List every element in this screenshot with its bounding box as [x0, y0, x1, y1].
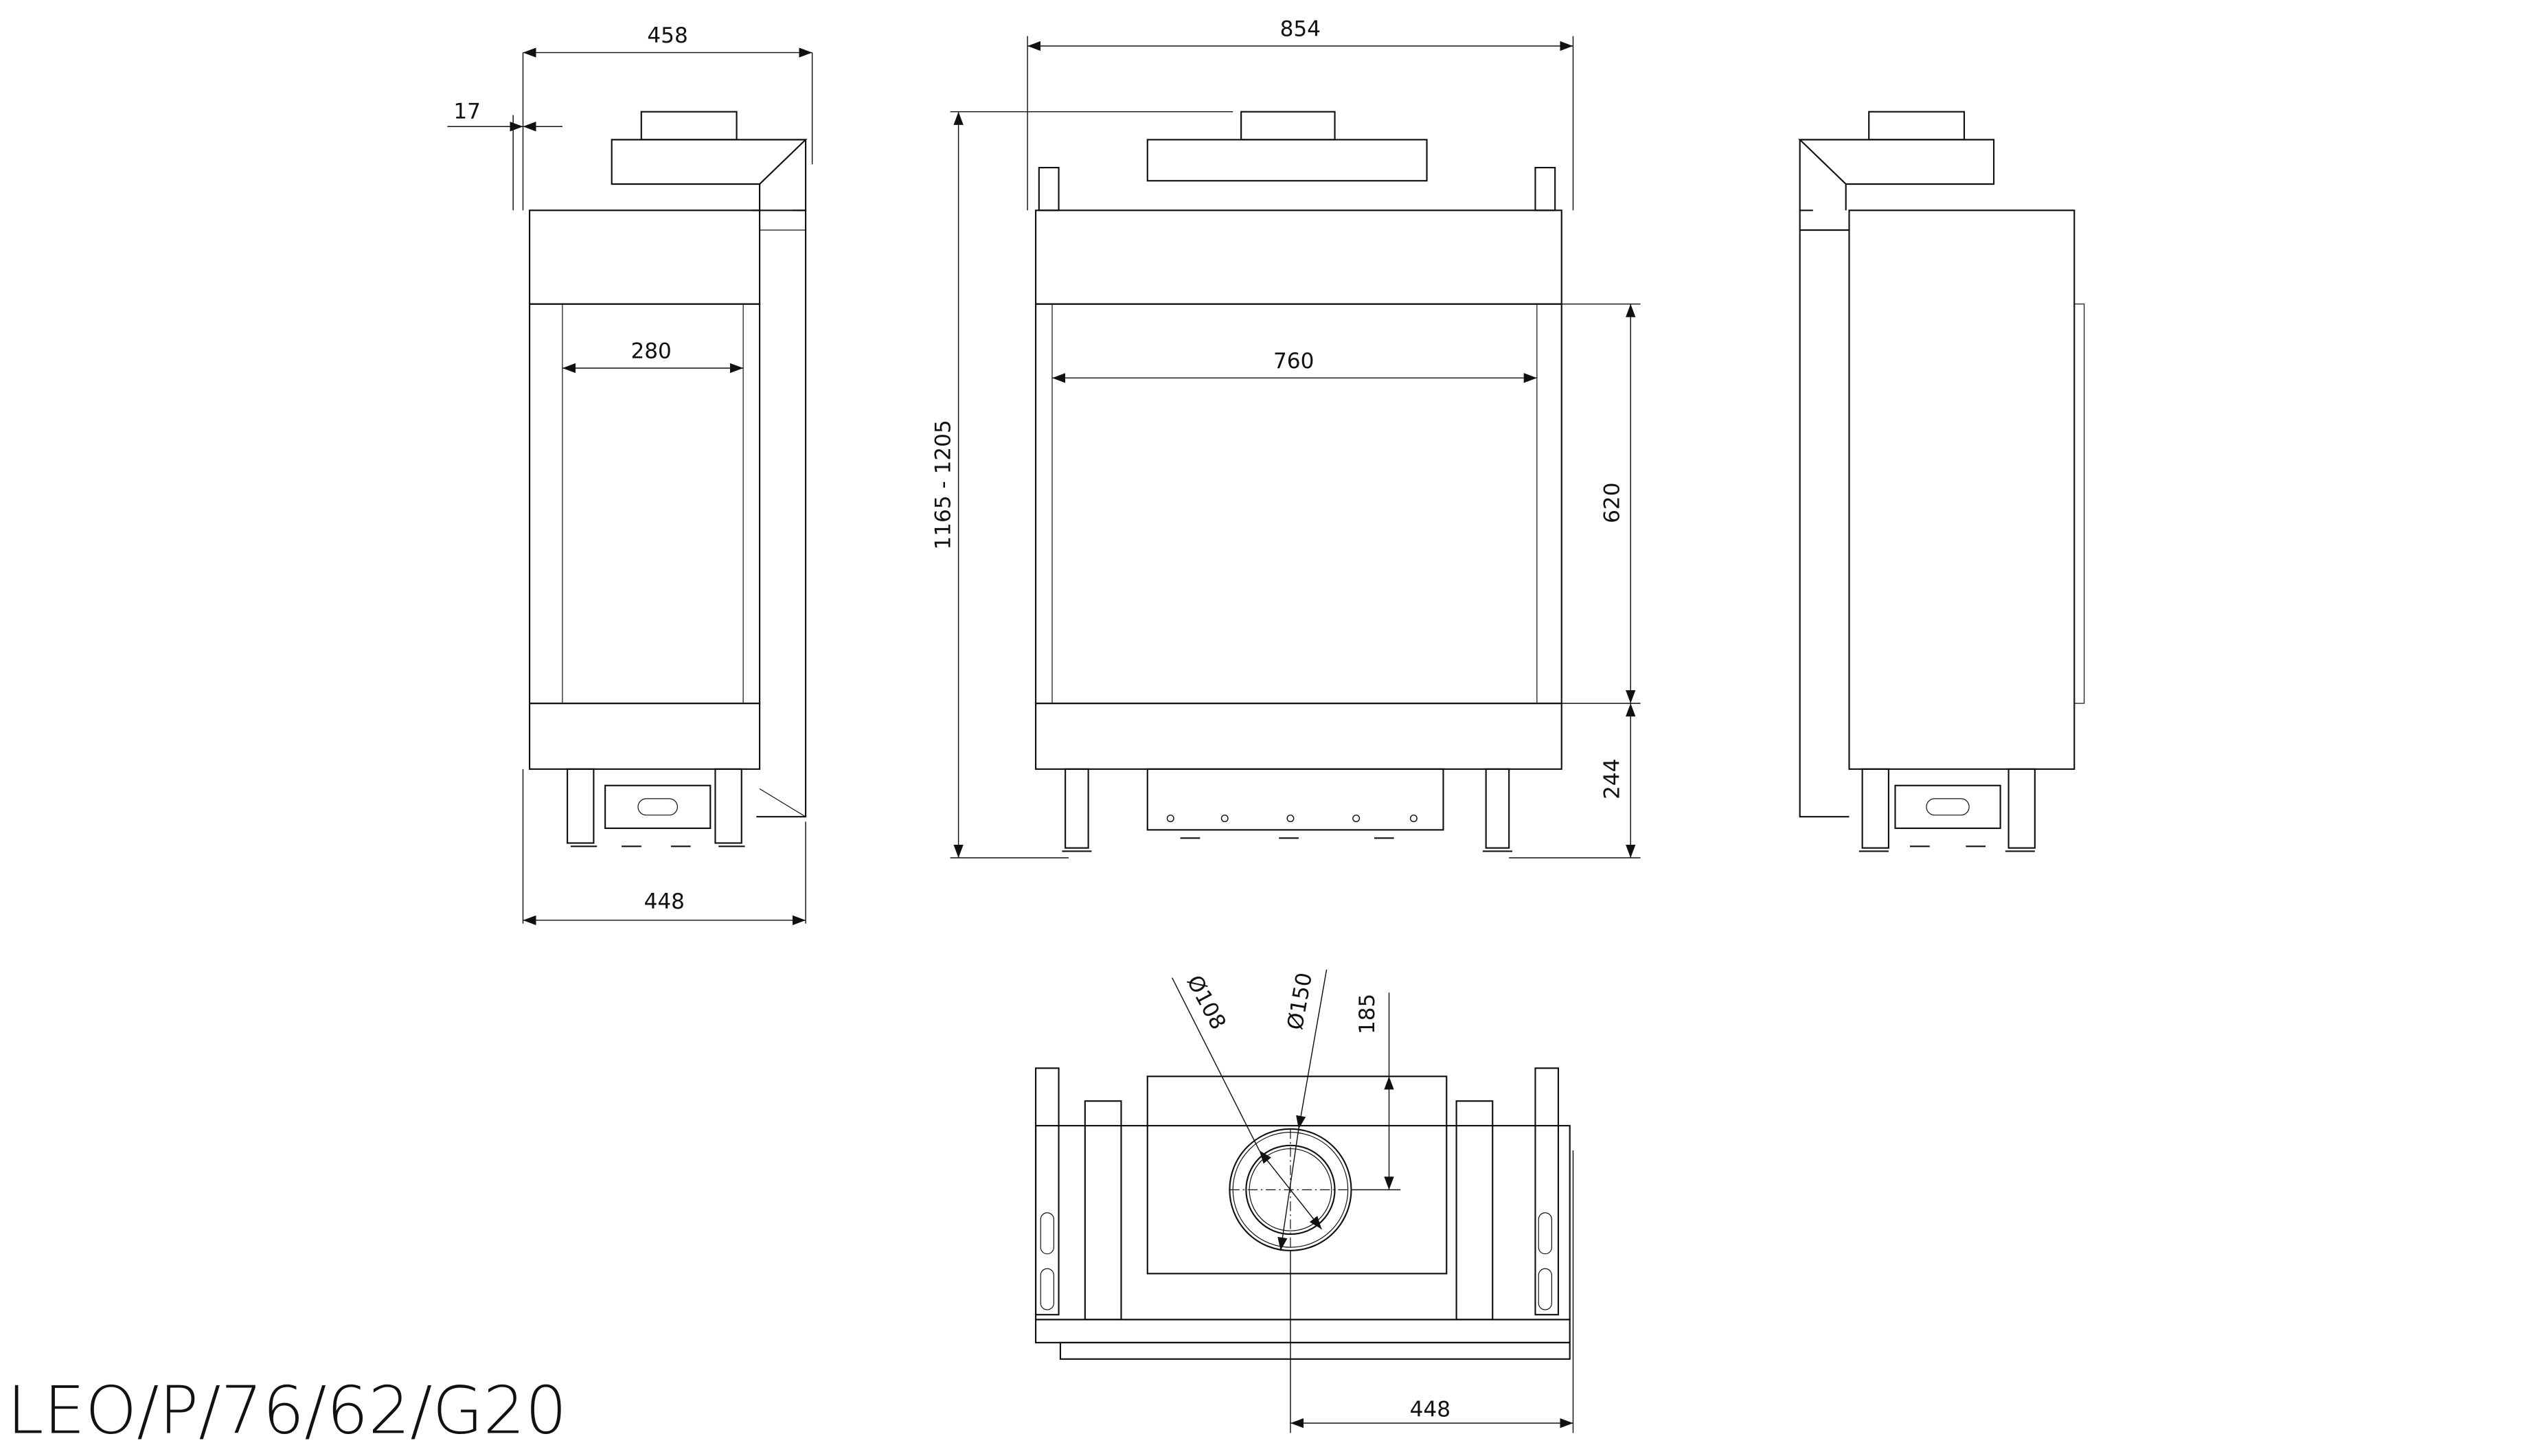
top-view-dimensions: Ø108 Ø150 185 448: [1172, 969, 1574, 1433]
dim-side-depth-bottom: 448: [644, 889, 685, 914]
dim-top-depth: 448: [1410, 1398, 1451, 1422]
dim-front-width: 854: [1280, 17, 1321, 42]
right-side-view: [1798, 111, 2085, 852]
top-view: [1034, 1067, 1571, 1360]
dim-flue-offset: 185: [1355, 994, 1380, 1034]
dim-front-height-range: 1165 - 1205: [931, 420, 956, 549]
left-view-dimensions: 458 17 280 448: [447, 23, 813, 926]
model-title: LEO/P/76/62/G20: [7, 1372, 567, 1449]
dim-side-offset: 17: [453, 99, 481, 124]
dim-front-glass-height: 620: [1600, 483, 1624, 523]
front-view: [1034, 111, 1562, 852]
dim-flue-outer-diameter: Ø150: [1283, 970, 1317, 1032]
front-view-dimensions: 854 760 1165 - 1205 620 244: [931, 17, 1641, 858]
dim-side-depth-top: 458: [647, 23, 687, 48]
dim-front-glass-width: 760: [1273, 349, 1314, 374]
dim-side-glass-width: 280: [630, 339, 671, 364]
left-side-view: [528, 111, 808, 848]
dim-flue-inner-diameter: Ø108: [1182, 971, 1231, 1034]
dim-front-base-height: 244: [1600, 758, 1624, 799]
